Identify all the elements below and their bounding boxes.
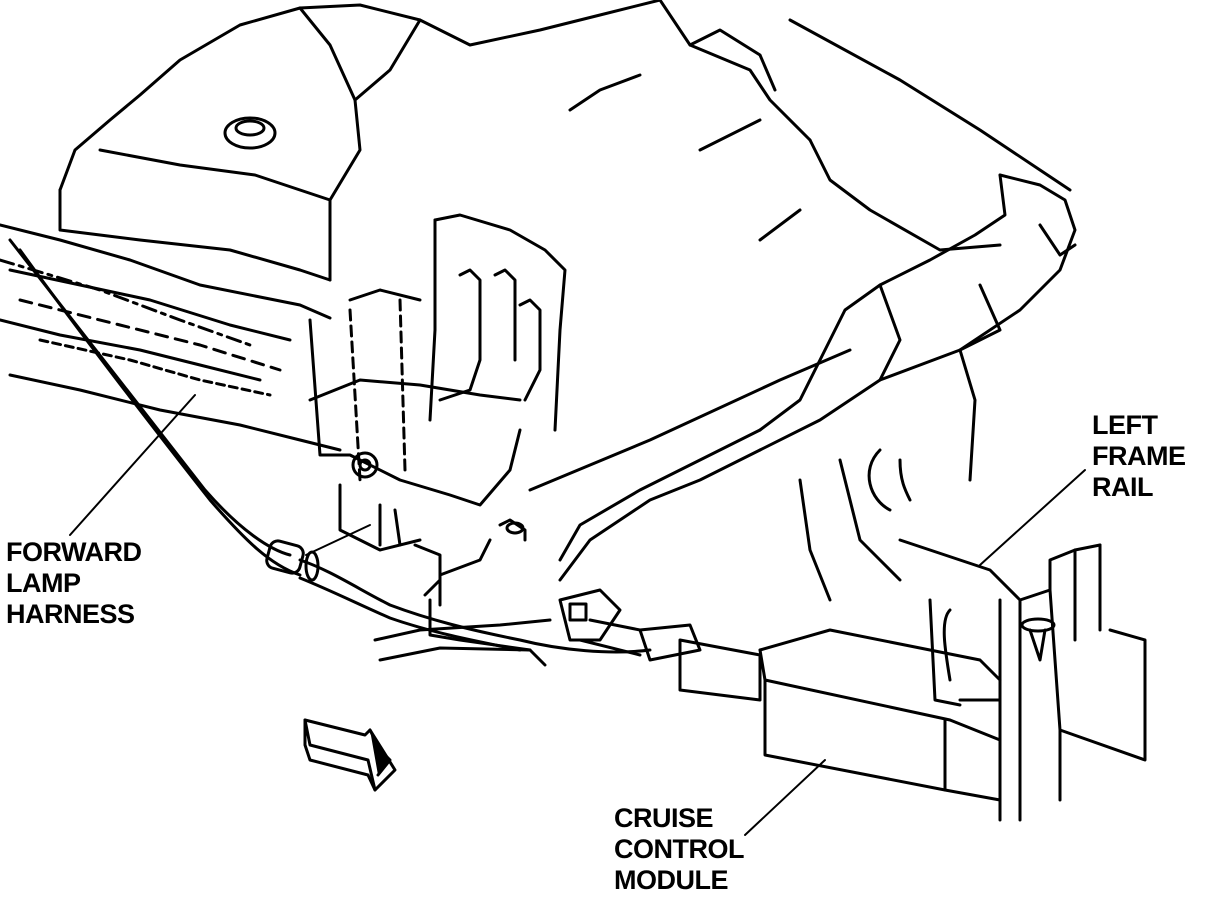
forward-arrow-icon — [305, 720, 395, 790]
mounting-bracket — [310, 215, 565, 505]
lower-bracket — [340, 485, 550, 665]
label-line: LAMP — [6, 568, 81, 598]
leader-lines — [70, 395, 1085, 835]
left-frame-rail-label: LEFT FRAME RAIL — [1092, 410, 1186, 503]
engine-housing — [60, 0, 1070, 490]
label-line: CRUISE — [614, 803, 714, 833]
cruise-control-module-label: CRUISE CONTROL MODULE — [614, 803, 744, 896]
label-line: RAIL — [1092, 472, 1153, 502]
frame-end-bracket — [900, 540, 1145, 820]
forward-lamp-harness-wire — [10, 240, 650, 652]
label-line: HARNESS — [6, 599, 135, 629]
label-line: LEFT — [1092, 410, 1158, 440]
radiator-support — [0, 225, 340, 450]
label-line: FORWARD — [6, 537, 142, 567]
forward-lamp-harness-label: FORWARD LAMP HARNESS — [6, 537, 142, 630]
label-line: CONTROL — [614, 834, 744, 864]
label-line: FRAME — [1092, 441, 1186, 471]
left-frame-rail — [560, 175, 1075, 600]
label-line: MODULE — [614, 865, 728, 895]
